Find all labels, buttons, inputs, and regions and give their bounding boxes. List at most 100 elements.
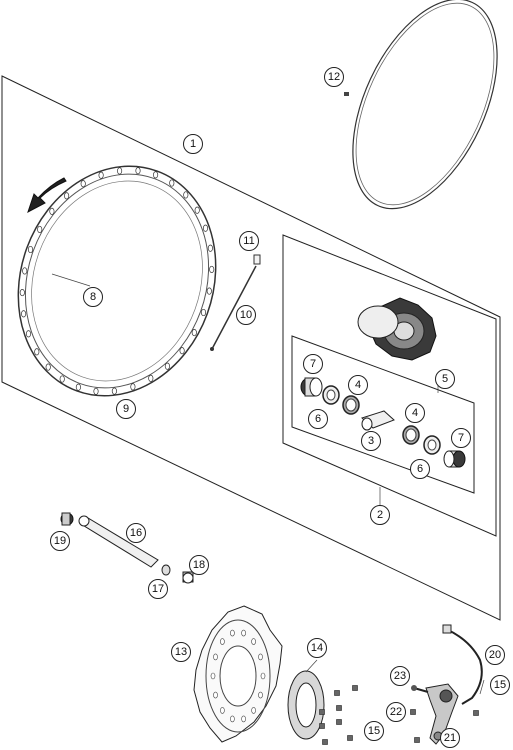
- wheel-hub: [357, 297, 437, 361]
- callout-label: 15: [494, 679, 506, 691]
- spoke-hole: [59, 375, 65, 383]
- collar-nut: [182, 571, 194, 584]
- callout-c4b: 4: [405, 403, 425, 423]
- callout-c23: 23: [390, 666, 410, 686]
- distance-sleeve: [361, 410, 395, 431]
- bolt-23: [411, 685, 429, 693]
- callout-c6b: 6: [410, 459, 430, 479]
- screw: [336, 719, 342, 725]
- callout-label: 4: [412, 407, 418, 419]
- brake-disc: [193, 605, 283, 743]
- screw: [473, 710, 479, 716]
- callout-c22: 22: [386, 702, 406, 722]
- callout-label: 19: [54, 535, 66, 547]
- callout-c14: 14: [307, 638, 327, 658]
- callout-label: 4: [355, 379, 361, 391]
- spoke-hole: [179, 347, 185, 355]
- callout-c6a: 6: [308, 409, 328, 429]
- spoke-hole: [111, 387, 117, 395]
- spoke-hole: [169, 179, 175, 187]
- callout-c3: 3: [361, 431, 381, 451]
- disc-hole: [260, 672, 266, 680]
- spoke-hole: [164, 362, 170, 370]
- callout-label: 13: [175, 646, 187, 658]
- callout-label: 2: [377, 509, 383, 521]
- callout-c5: 5: [435, 369, 455, 389]
- wheel-assembly-frame: [1, 75, 501, 621]
- callout-c11: 11: [239, 231, 259, 251]
- spoke-hole: [207, 244, 213, 252]
- screw: [319, 723, 325, 729]
- callout-c15b: 15: [490, 675, 510, 695]
- spoke-hole: [45, 363, 51, 371]
- callout-label: 11: [243, 235, 254, 247]
- bearing-assembly-frame: [291, 335, 475, 494]
- spoke-hole: [22, 267, 28, 275]
- callout-label: 10: [240, 309, 252, 321]
- callout-c16: 16: [126, 523, 146, 543]
- callout-label: 18: [193, 559, 205, 571]
- spoke-hole: [21, 310, 27, 318]
- disc-hole: [220, 638, 225, 645]
- callout-c1: 1: [183, 134, 203, 154]
- callout-label: 22: [390, 706, 402, 718]
- callout-c15a: 15: [364, 721, 384, 741]
- disc-hole: [213, 653, 218, 661]
- callout-label: 3: [368, 435, 374, 447]
- callout-label: 21: [444, 732, 456, 744]
- spoke-hole: [209, 265, 215, 273]
- disc-hole: [230, 629, 235, 637]
- callout-label: 12: [328, 71, 340, 83]
- hub-assembly-frame: [282, 234, 497, 537]
- disc-hole: [251, 638, 256, 645]
- disc-hole: [241, 629, 246, 637]
- callout-c21: 21: [440, 728, 460, 748]
- disc-hole: [230, 715, 235, 723]
- callout-label: 17: [152, 583, 164, 595]
- screw: [322, 739, 328, 745]
- screw: [410, 709, 416, 715]
- screw: [334, 690, 340, 696]
- callout-c12: 12: [324, 67, 344, 87]
- spoke-hole: [27, 245, 34, 254]
- spoke-hole: [148, 374, 154, 382]
- sensor-bracket: [425, 683, 459, 745]
- spoke: [210, 265, 257, 351]
- spoke-hole: [202, 224, 209, 232]
- callout-label: 8: [90, 291, 96, 303]
- callout-c20: 20: [485, 645, 505, 665]
- sensor-cable: [442, 624, 483, 705]
- callout-c4a: 4: [348, 375, 368, 395]
- screw: [347, 735, 353, 741]
- spoke-hole: [37, 225, 43, 233]
- disc-hole: [210, 672, 216, 680]
- callout-label: 16: [130, 527, 142, 539]
- rotation-direction-arrow: [27, 177, 67, 214]
- callout-label: 6: [315, 413, 321, 425]
- wheel-spindle: [78, 515, 159, 568]
- spoke-hole: [130, 383, 136, 391]
- callout-label: 5: [442, 373, 448, 385]
- callout-label: 23: [394, 670, 406, 682]
- disc-hole: [220, 707, 225, 714]
- callout-c13: 13: [171, 642, 191, 662]
- spoke-hole: [75, 383, 81, 391]
- callout-label: 14: [311, 642, 323, 654]
- spoke-hole: [93, 387, 99, 395]
- spoke-hole: [153, 171, 159, 179]
- rim-spoke-holes: [19, 167, 215, 395]
- disc-hole: [258, 653, 263, 661]
- spoke-hole: [98, 171, 104, 179]
- screw: [319, 709, 325, 715]
- callout-c17: 17: [148, 579, 168, 599]
- rim-band: [344, 0, 498, 210]
- spoke-hole: [200, 308, 207, 317]
- callout-label: 20: [489, 649, 501, 661]
- spoke-hole: [25, 330, 32, 338]
- spoke-hole: [34, 348, 40, 356]
- callout-label: 6: [417, 463, 423, 475]
- bearing-right: [443, 450, 466, 468]
- screws: [319, 685, 479, 745]
- callout-c19: 19: [50, 531, 70, 551]
- spoke-hole: [135, 167, 141, 175]
